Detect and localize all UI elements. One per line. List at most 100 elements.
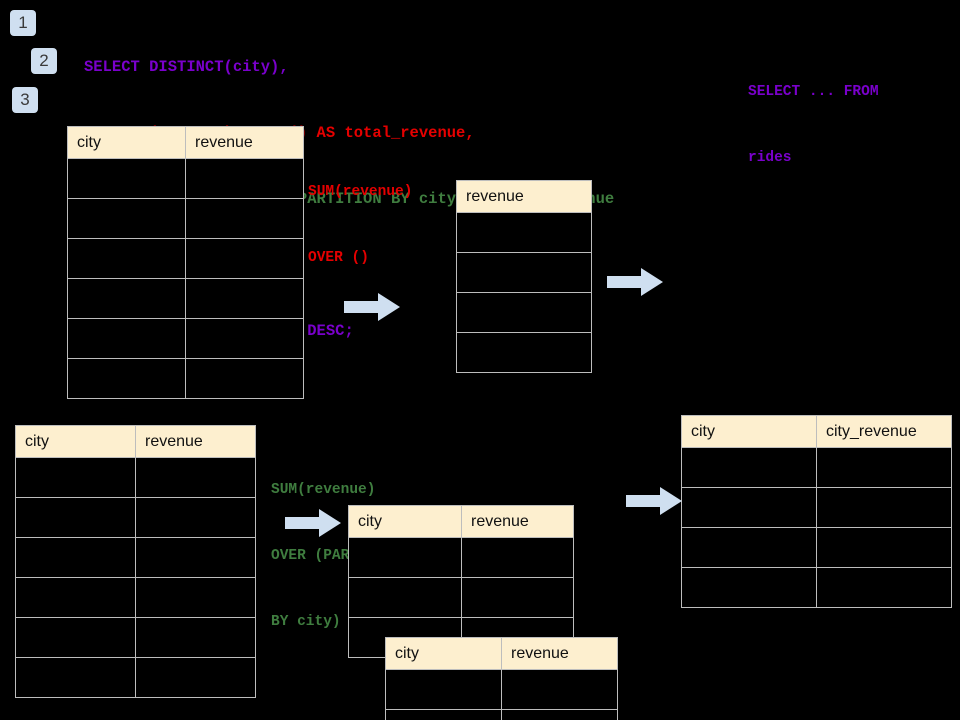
cell-city-revenue	[816, 567, 952, 608]
table-row	[456, 212, 592, 253]
cell-revenue	[185, 278, 304, 319]
cell-city	[348, 577, 462, 618]
column-header-revenue: revenue	[461, 505, 574, 538]
cell-revenue	[461, 577, 574, 618]
sql-line-select: SELECT DISTINCT(city),	[84, 58, 289, 76]
rides-source-table-bottom: city revenue	[15, 425, 256, 698]
cell-city	[67, 358, 186, 399]
table-header-row: city revenue	[385, 637, 618, 670]
cell-city	[15, 657, 136, 698]
column-header-city-revenue: city_revenue	[816, 415, 952, 448]
table-row	[348, 577, 574, 618]
cell-city	[15, 577, 136, 618]
cell-revenue	[135, 617, 256, 658]
table-row	[15, 617, 256, 658]
cell-city	[15, 497, 136, 538]
cell-revenue	[456, 212, 592, 253]
table-row	[67, 318, 304, 359]
cell-revenue	[135, 537, 256, 578]
cell-revenue	[185, 238, 304, 279]
cell-revenue	[456, 332, 592, 373]
cell-revenue	[135, 497, 256, 538]
table-row	[67, 238, 304, 279]
source-note-line-2: rides	[748, 150, 792, 166]
cell-city-revenue	[816, 447, 952, 488]
cell-city	[681, 447, 817, 488]
column-header-city: city	[15, 425, 136, 458]
table-header-row: revenue	[456, 180, 592, 213]
cell-revenue	[185, 198, 304, 239]
total-revenue-annotation-line-2: OVER ()	[308, 250, 369, 266]
cell-revenue	[135, 457, 256, 498]
cell-city	[67, 238, 186, 279]
table-header-row: city revenue	[15, 425, 256, 458]
cell-city	[67, 158, 186, 199]
cell-revenue	[185, 358, 304, 399]
table-row	[67, 158, 304, 199]
cell-city	[67, 198, 186, 239]
column-header-city: city	[385, 637, 502, 670]
table-header-row: city revenue	[348, 505, 574, 538]
partition-group-table-b: city revenue	[385, 637, 618, 720]
partition-group-table-a: city revenue	[348, 505, 574, 658]
arrow-source-to-partition-icon	[285, 509, 341, 537]
cell-city	[385, 709, 502, 720]
table-row	[15, 577, 256, 618]
partition-annotation-line-1: SUM(revenue)	[271, 482, 376, 498]
arrow-partition-to-result-icon	[626, 487, 682, 515]
partition-annotation-line-3: BY city)	[271, 614, 341, 630]
column-header-city: city	[67, 126, 186, 159]
total-revenue-annotation: SUM(revenue) OVER ()	[308, 137, 412, 313]
table-row	[456, 292, 592, 333]
table-row	[67, 278, 304, 319]
column-header-revenue: revenue	[456, 180, 592, 213]
table-header-row: city revenue	[67, 126, 304, 159]
cell-city	[15, 457, 136, 498]
cell-revenue	[456, 252, 592, 293]
arrow-total-to-result-icon	[607, 268, 663, 296]
column-header-revenue: revenue	[501, 637, 618, 670]
step-badge-2: 2	[31, 48, 57, 74]
table-row	[67, 358, 304, 399]
cell-revenue	[456, 292, 592, 333]
cell-city	[385, 669, 502, 710]
table-row	[15, 457, 256, 498]
arrow-source-to-total-icon	[344, 293, 400, 321]
cell-revenue	[461, 537, 574, 578]
step-badge-1: 1	[10, 10, 36, 36]
table-row	[681, 527, 952, 568]
cell-city	[67, 278, 186, 319]
cell-revenue	[185, 158, 304, 199]
total-revenue-table: revenue	[456, 180, 592, 373]
cell-revenue	[135, 657, 256, 698]
cell-city	[348, 537, 462, 578]
table-row	[15, 657, 256, 698]
total-revenue-annotation-line-1: SUM(revenue)	[308, 184, 413, 200]
table-row	[385, 669, 618, 710]
cell-city	[15, 617, 136, 658]
table-header-row: city city_revenue	[681, 415, 952, 448]
table-row	[681, 487, 952, 528]
cell-revenue	[135, 577, 256, 618]
source-note-annotation: SELECT ... FROM rides	[748, 37, 879, 213]
cell-city	[681, 527, 817, 568]
table-row	[15, 497, 256, 538]
cell-city-revenue	[816, 487, 952, 528]
cell-city	[681, 567, 817, 608]
cell-city	[67, 318, 186, 359]
column-header-revenue: revenue	[185, 126, 304, 159]
source-note-line-1: SELECT ... FROM	[748, 84, 879, 100]
table-row	[348, 537, 574, 578]
step-badge-3: 3	[12, 87, 38, 113]
table-row	[456, 332, 592, 373]
cell-revenue	[185, 318, 304, 359]
column-header-city: city	[348, 505, 462, 538]
table-row	[385, 709, 618, 720]
rides-source-table-top: city revenue	[67, 126, 304, 399]
table-row	[681, 447, 952, 488]
table-row	[681, 567, 952, 608]
table-row	[15, 537, 256, 578]
column-header-revenue: revenue	[135, 425, 256, 458]
cell-revenue	[501, 669, 618, 710]
